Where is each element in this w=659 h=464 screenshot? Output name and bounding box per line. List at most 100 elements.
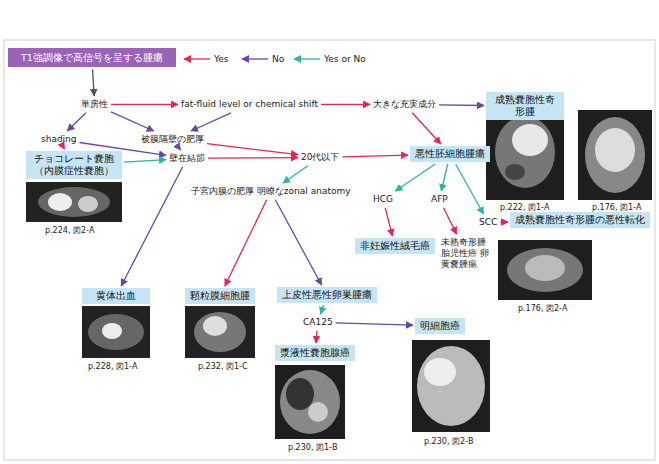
flow-arrow [67,113,86,131]
mri-organ [585,117,645,193]
diagnosis-box: 上皮性悪性卵巣腫瘍 [277,287,377,303]
mri-ground [486,110,564,200]
legend-layer [184,59,320,60]
mri-image [498,240,592,300]
mri-image [578,110,652,200]
diagnosis-box: 非妊娠性絨毛癌 [355,238,435,254]
mri-image [82,306,150,358]
figure-caption: p.176, 図1-A [592,203,641,213]
figure-caption: p.232, 図1-C [198,362,248,372]
flow-arrow [321,305,324,314]
mri-organ [507,248,583,292]
node-text: 成熟嚢胞性奇形腫 [491,94,559,118]
flow-arrow [336,323,413,325]
flow-arrow [500,221,508,223]
diagnosis-box: 黄体出血 [82,288,150,304]
mri-image [26,182,122,222]
mri-lesion [48,193,72,211]
mri-ground [578,110,652,200]
mri-lesion [424,358,456,386]
node-text: SCC [479,217,497,228]
criterion-text: fat-fluid level or chemical shift [180,98,319,111]
figure-caption: p.230, 図2-B [424,437,473,447]
diagnosis-box: 顆粒膜細胞腫 [185,288,255,304]
mri-organ [88,314,144,350]
mri-organ [38,187,110,217]
page-frame [4,40,655,460]
mri-lesion [78,196,98,212]
node-text: 明細胞癌 [420,320,460,332]
flow-arrow [343,155,409,157]
figure-caption: p.176, 図2-A [518,304,567,314]
flow-arrow [321,104,370,105]
connector-layer [64,69,508,343]
diagnosis-box: 成熟嚢胞性奇形腫 [486,92,564,120]
legend-text: Yes or No [324,54,366,65]
mri-organ [495,116,555,188]
mri-image [486,110,564,200]
node-text: AFP [431,194,448,205]
flow-arrow [441,164,447,191]
flow-arrow [111,104,178,105]
node-text: 黄体出血 [87,290,145,302]
mri-ground [498,240,592,300]
flow-arrow [385,208,392,236]
flow-arrow [191,113,231,131]
flow-arrow [225,200,267,286]
legend-arrow [184,58,210,59]
flow-arrow [275,200,321,285]
criterion-text: SCC [478,216,498,229]
node-text: 大きな充実成分 [373,99,436,110]
flow-arrow [439,104,484,106]
criterion-text: shading [40,133,78,146]
mri-ground [275,365,345,439]
criterion-text: HCG [372,193,394,206]
node-text: 漿液性嚢胞腺癌 [280,347,350,359]
diagnosis-box: チョコレート嚢胞 （内膜症性嚢胞） [26,151,122,179]
diagnosis-box: 成熟嚢胞性奇形腫の悪性転化 [510,212,650,228]
legend-arrow [294,58,320,59]
criterion-text: 単房性 [80,98,109,111]
flow-arrow [412,113,441,144]
mri-ground [185,306,255,358]
legend-arrow [242,58,268,59]
flow-arrow [395,164,435,191]
node-text: 20代以下 [301,152,339,163]
flow-arrow [316,331,317,343]
mri-organ [417,346,485,426]
mri-image [412,340,490,432]
legend-text: No [272,54,284,65]
criterion-text: 大きな充実成分 [372,98,437,111]
node-text: 未熟奇形腫 胎児性癌 卵黄嚢腫瘍 [441,237,491,269]
mri-lesion [102,323,122,339]
node-text: shading [41,134,77,145]
mri-organ [194,312,246,352]
flow-arrow [111,112,154,131]
mri-lesion [203,316,227,336]
node-text: 顆粒膜細胞腫 [190,290,250,302]
figure-caption: p.222, 図1-A [500,203,549,213]
title-box: T1強調像で高信号を呈する腫瘍 [8,48,176,67]
mri-lesion [308,402,328,422]
flow-arrow [63,148,65,149]
flow-arrow [283,166,308,183]
node-text: チョコレート嚢胞 （内膜症性嚢胞） [31,153,117,177]
figure-caption: p.228, 図1-A [88,362,137,372]
node-text: 上皮性悪性卵巣腫瘍 [282,289,372,301]
criterion-text: 壁在結節 [168,152,206,165]
flow-arrow [179,148,181,150]
node-text: 被膜隔壁の肥厚 [141,134,204,145]
node-text: 悪性胚細胞腫瘍 [415,148,485,160]
node-text: fat-fluid level or chemical shift [181,99,318,110]
flow-arrow [121,167,183,286]
flow-arrow [207,144,298,155]
flow-arrow [93,69,95,96]
mri-lesion [525,255,565,281]
node-text: T1強調像で高信号を呈する腫瘍 [13,52,171,63]
criterion-text: 未熟奇形腫 胎児性癌 卵黄嚢腫瘍 [440,236,492,270]
figure-caption: p.224, 図2-A [45,226,94,236]
mri-lesion [512,124,548,156]
mri-image [185,306,255,358]
